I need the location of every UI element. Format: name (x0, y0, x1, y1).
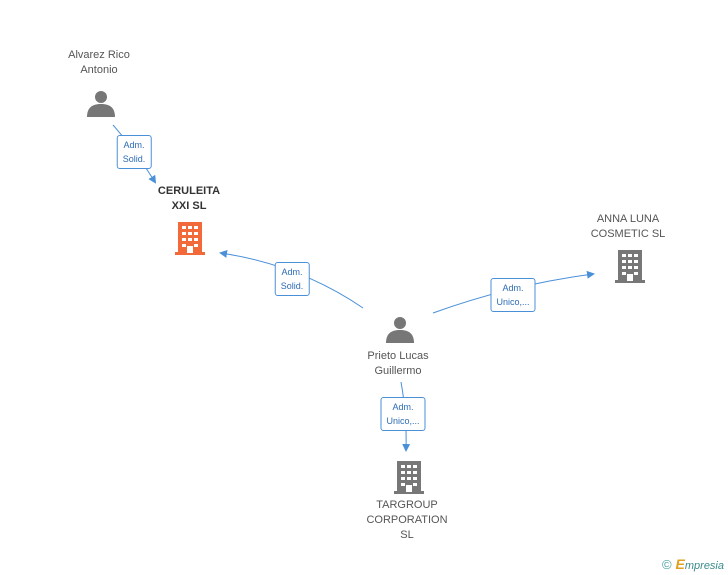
node-label-line: Prieto Lucas (367, 350, 429, 362)
edge-label-prieto-anna: Adm. Unico,... (490, 278, 536, 312)
node-label-line: XXI SL (171, 200, 207, 212)
edge-label-line: Unico,... (386, 416, 420, 426)
edge-label-line: Adm. (281, 267, 303, 277)
edge-label-line: Adm. (392, 402, 414, 412)
edge-label-line: Adm. (502, 283, 524, 293)
edge-label-line: Adm. (123, 140, 145, 150)
footer-brand: ©Empresia (662, 556, 724, 572)
node-label-line: Guillermo (374, 365, 422, 377)
copyright-symbol: © (661, 557, 672, 572)
edge-label-prieto-ceruleita: Adm. Solid. (274, 262, 310, 296)
node-label-line: COSMETIC SL (590, 228, 666, 240)
node-label-line: CORPORATION (366, 514, 448, 526)
node-label-ceruleita[interactable]: CERULEITA XXI SL (158, 184, 220, 214)
edge-label-line: Solid. (122, 154, 146, 164)
person-icon (386, 317, 414, 343)
building-icon (615, 250, 645, 283)
node-label-line: ANNA LUNA (596, 213, 660, 225)
node-label-line: Antonio (80, 64, 118, 76)
edge-label-line: Unico,... (496, 297, 530, 307)
edge-label-alvarez-ceruleita: Adm. Solid. (116, 135, 152, 169)
node-label-anna[interactable]: ANNA LUNA COSMETIC SL (591, 212, 666, 242)
node-label-prieto[interactable]: Prieto Lucas Guillermo (367, 349, 428, 379)
node-label-alvarez[interactable]: Alvarez Rico Antonio (68, 48, 130, 78)
brand-name: mpresia (684, 560, 724, 572)
node-label-line: TARGROUP (376, 499, 438, 511)
brand-initial: E (675, 556, 685, 572)
node-label-line: Alvarez Rico (68, 49, 130, 61)
node-label-line: SL (400, 529, 414, 541)
edge-label-line: Solid. (280, 281, 304, 291)
building-icon (175, 222, 205, 255)
node-label-line: CERULEITA (157, 185, 221, 197)
node-label-targroup[interactable]: TARGROUP CORPORATION SL (366, 498, 447, 543)
edge-label-prieto-targroup: Adm. Unico,... (380, 397, 426, 431)
person-icon (87, 91, 115, 117)
building-icon (394, 461, 424, 494)
